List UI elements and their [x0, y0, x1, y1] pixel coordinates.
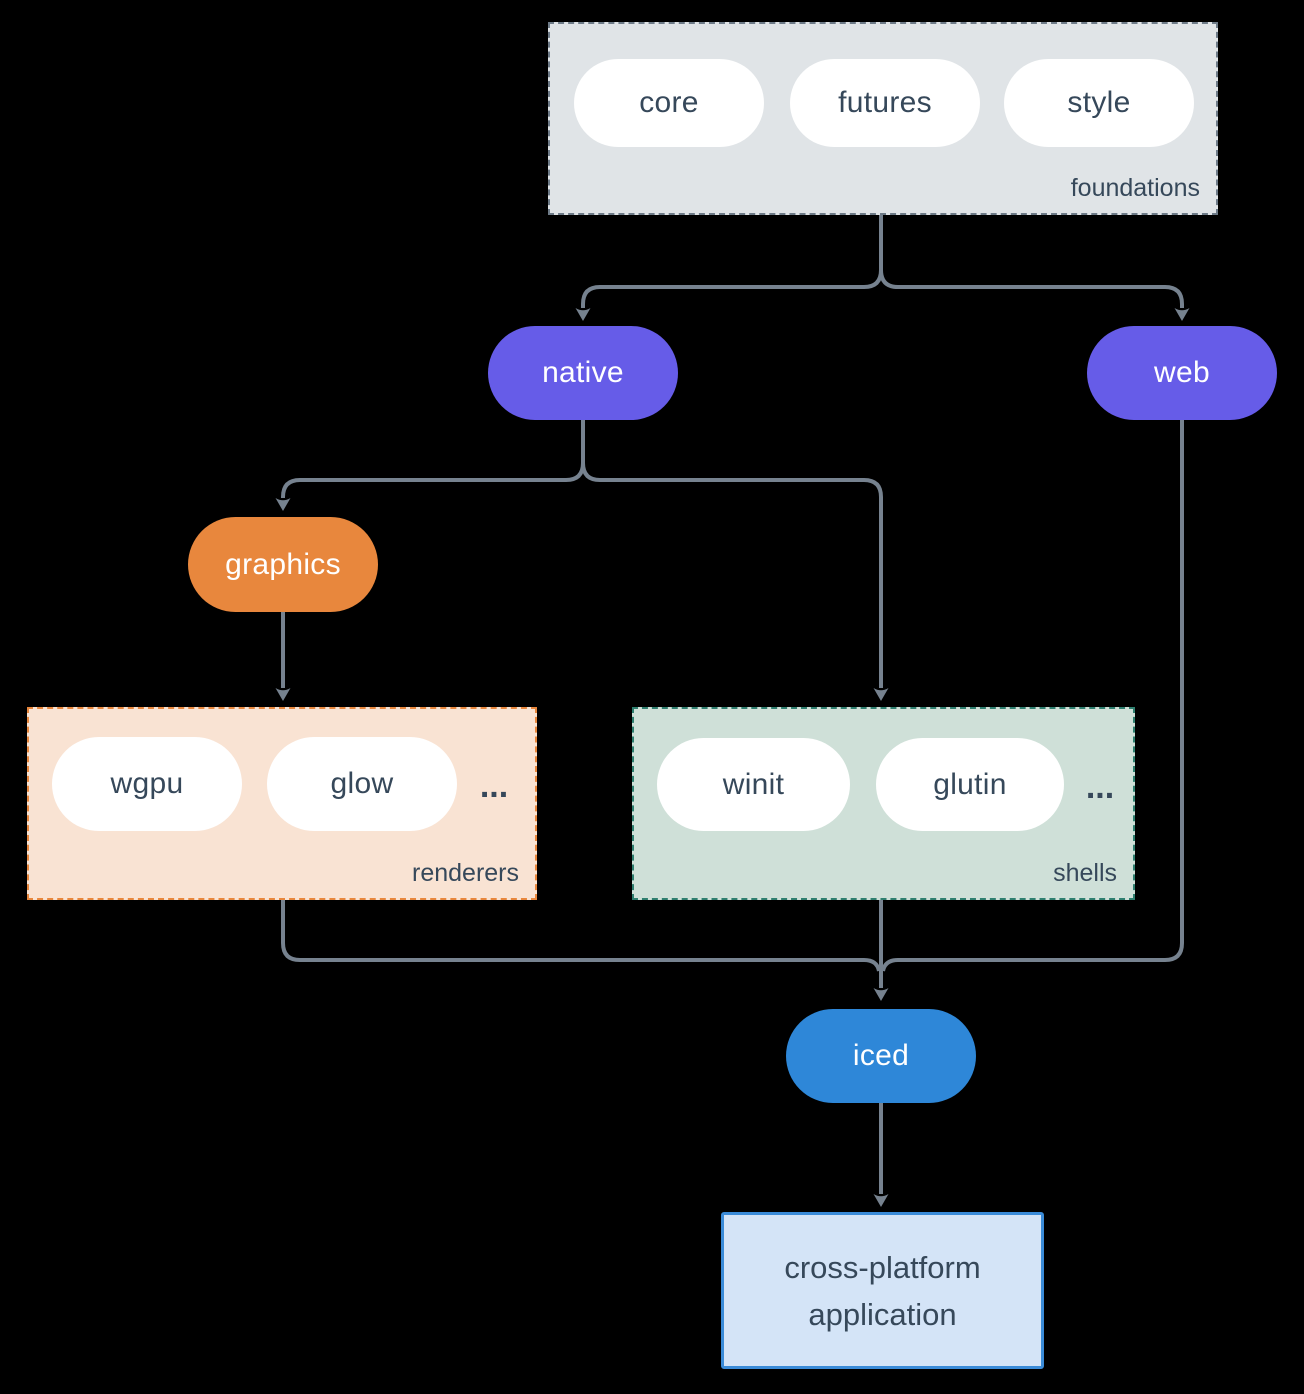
renderers-group: wgpu glow ... renderers [27, 707, 537, 900]
edge-web-merge [881, 420, 1184, 972]
shells-ellipsis: ... [1085, 768, 1115, 806]
native-label: native [542, 356, 624, 389]
style-node: style [1004, 59, 1194, 147]
wgpu-node: wgpu [52, 737, 242, 831]
web-label: web [1154, 356, 1210, 389]
application-label-line1: cross-platform [784, 1249, 981, 1285]
core-node: core [574, 59, 764, 147]
glow-label: glow [330, 767, 394, 800]
graphics-node: graphics [188, 517, 378, 612]
foundations-group-label: foundations [1070, 174, 1200, 202]
winit-node: winit [657, 738, 850, 831]
shells-group-label: shells [1053, 859, 1117, 887]
edge-native-shells [581, 462, 889, 701]
iced-label: iced [852, 1039, 910, 1072]
renderers-group-label: renderers [412, 859, 519, 887]
edge-renderers-merge [281, 900, 881, 972]
glutin-node: glutin [876, 738, 1064, 831]
futures-label: futures [838, 86, 932, 119]
iced-node: iced [786, 1009, 976, 1103]
native-node: native [488, 326, 678, 420]
edge-native-graphics [275, 462, 585, 511]
wgpu-label: wgpu [110, 767, 184, 800]
web-node: web [1087, 326, 1277, 420]
application-label-line2: application [808, 1296, 957, 1332]
shells-group: winit glutin ... shells [632, 707, 1135, 900]
glutin-label: glutin [933, 767, 1007, 801]
cross-platform-application-node: cross-platform application [721, 1212, 1044, 1369]
graphics-label: graphics [225, 547, 341, 581]
style-label: style [1067, 86, 1131, 119]
edge-foundations-web [879, 269, 1190, 321]
futures-node: futures [790, 59, 980, 147]
edge-foundations-native [575, 269, 883, 321]
foundations-group: core futures style foundations [548, 22, 1218, 215]
renderers-ellipsis: ... [479, 767, 509, 805]
winit-label: winit [722, 767, 785, 801]
glow-node: glow [267, 737, 457, 831]
core-label: core [639, 86, 699, 119]
